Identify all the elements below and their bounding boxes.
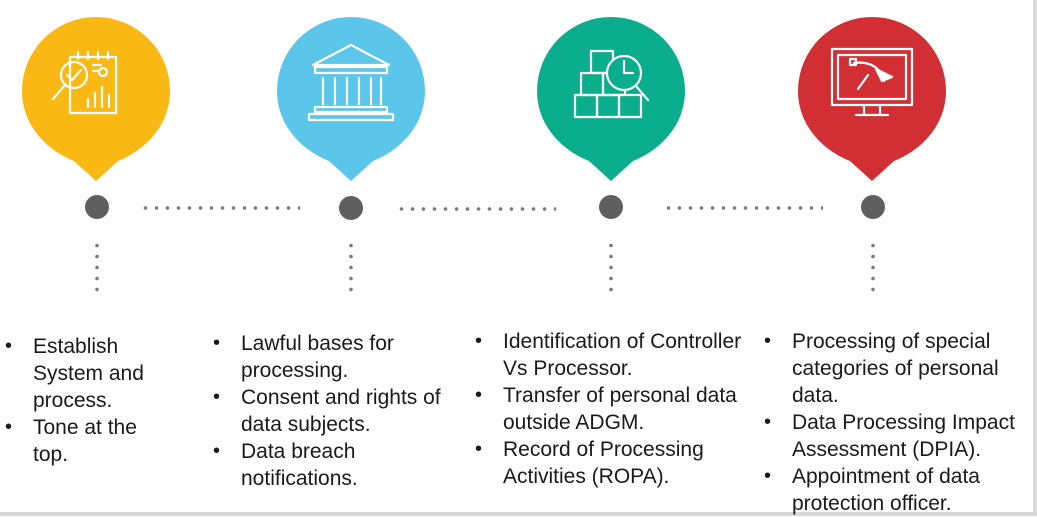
list-item: Data breach notifications. [213,438,448,492]
boxes-clock-icon [573,49,650,119]
step-3-pin [537,17,685,181]
list-item: Appointment of data protection officer. [764,463,1036,517]
timeline-node-3 [599,195,623,219]
report-magnifier-icon [51,50,118,115]
frame-bottom-border [0,512,1037,516]
list-item: Transfer of personal data outside ADGM. [475,382,755,436]
list-item: Identification of Controller Vs Processo… [475,328,755,382]
timeline-node-2 [339,196,363,220]
step-2-pin [277,17,425,181]
frame-right-border [1033,0,1037,516]
list-item: Tone at the top. [5,414,170,468]
step-2-list: Lawful bases for processing. Consent and… [213,330,448,492]
connector-1-2 [140,206,300,210]
drop-line-3 [609,240,613,296]
connector-2-3 [396,207,556,211]
step-3-list: Identification of Controller Vs Processo… [475,328,755,490]
step-1-list: Establish System and process. Tone at th… [5,333,170,468]
timeline-node-4 [861,195,885,219]
list-item: Establish System and process. [5,333,170,414]
list-item: Data Processing Impact Assessment (DPIA)… [764,409,1036,463]
bank-building-icon [307,43,395,122]
drop-line-4 [871,240,875,296]
connector-3-4 [663,206,823,210]
list-item: Record of Processing Activities (ROPA). [475,436,755,490]
step-1-pin [22,17,170,181]
drop-line-1 [95,240,99,296]
list-item: Lawful bases for processing. [213,330,448,384]
list-item: Consent and rights of data subjects. [213,384,448,438]
list-item: Processing of special categories of pers… [764,328,1036,409]
drop-line-2 [349,240,353,296]
timeline-node-1 [85,195,109,219]
step-4-pin [798,17,946,181]
monitor-vector-icon [830,47,914,117]
step-4-list: Processing of special categories of pers… [764,328,1036,517]
